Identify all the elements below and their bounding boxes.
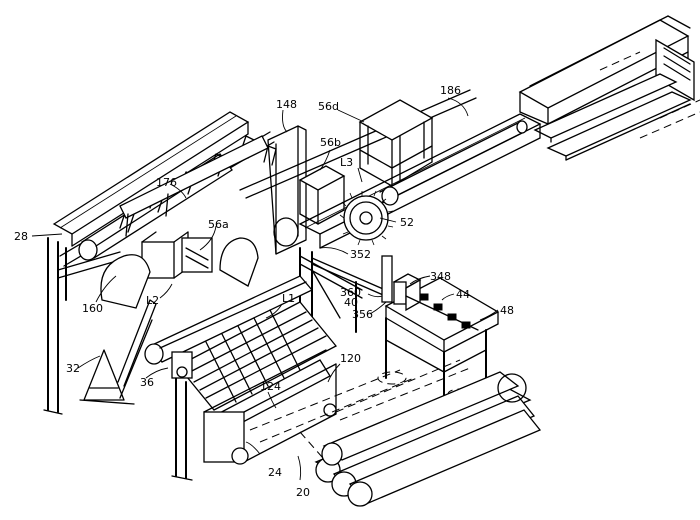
- label-56b: 56b: [320, 136, 341, 149]
- label-352: 352: [350, 248, 371, 261]
- log-deck-frame: [43, 111, 346, 415]
- label-360: 360: [340, 286, 361, 299]
- circular-saw: [339, 190, 394, 246]
- label-28: 28: [14, 230, 28, 243]
- edger-assembly: [377, 255, 500, 400]
- log-loader: [79, 275, 471, 501]
- frame-box-56d: [358, 99, 434, 187]
- label-L2: L2: [146, 294, 159, 307]
- label-36: 36: [140, 376, 154, 389]
- label-348: 348: [430, 270, 451, 283]
- label-32: 32: [66, 362, 80, 375]
- label-24: 24: [268, 466, 282, 479]
- label-20: 20: [296, 486, 310, 499]
- label-40: 40: [344, 296, 358, 309]
- label-176: 176: [156, 176, 177, 189]
- label-356: 356: [352, 308, 373, 321]
- label-56a: 56a: [208, 218, 229, 231]
- reference-labels: 148 56d 186 56b 176 L3 52 28 56a 352 348…: [14, 84, 514, 499]
- outfeed-conveyor: [518, 15, 700, 161]
- label-124: 124: [260, 380, 281, 393]
- label-148: 148: [276, 98, 297, 111]
- label-186: 186: [440, 84, 461, 97]
- label-52: 52: [400, 216, 414, 229]
- label-48: 48: [500, 304, 514, 317]
- label-160: 160: [82, 302, 103, 315]
- leader-lines: [31, 97, 499, 481]
- label-56d: 56d: [318, 100, 339, 113]
- label-44: 44: [456, 288, 470, 301]
- label-L3: L3: [340, 156, 353, 169]
- log-pile: [314, 371, 542, 507]
- label-120: 120: [340, 352, 361, 365]
- label-L1: L1: [282, 292, 295, 305]
